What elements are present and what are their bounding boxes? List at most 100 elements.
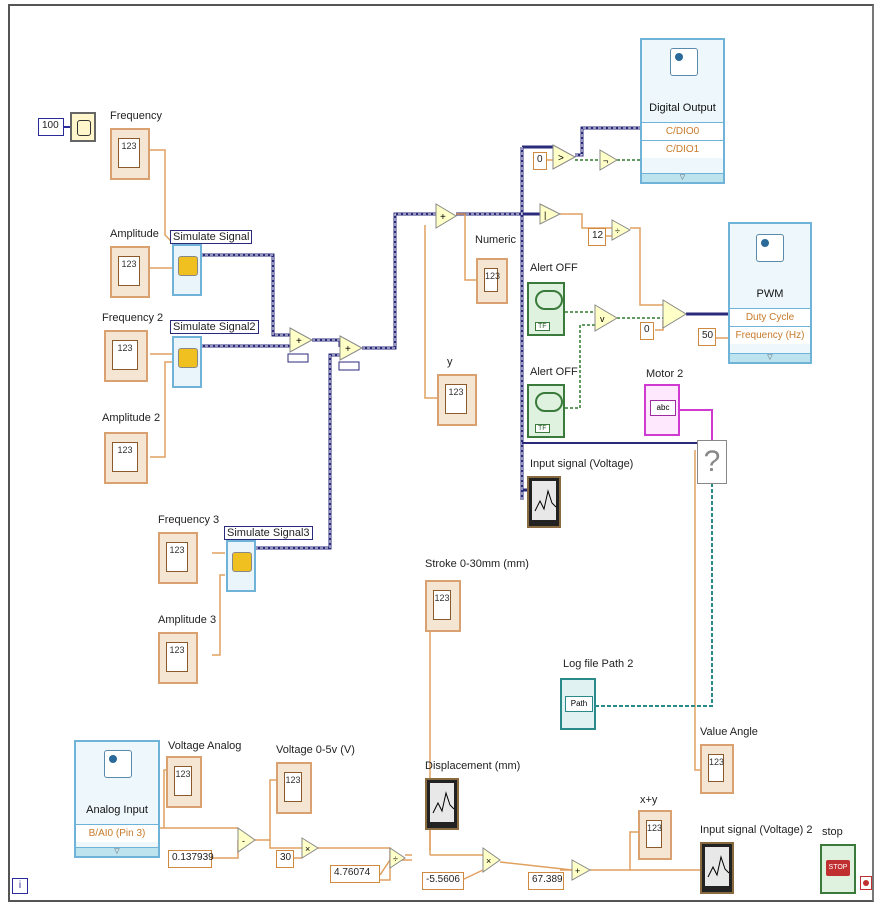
do-row-0[interactable]: C/DIO0 [642, 122, 723, 140]
analog-input-title: Analog Input [86, 804, 148, 816]
xy-indicator: 123 [638, 810, 672, 860]
frequency3-control[interactable]: 123 [158, 532, 198, 584]
alert-off-2-control[interactable]: TF [527, 384, 565, 438]
not-node: ¬ [599, 149, 618, 171]
simulate-signal3-label: Simulate Signal3 [224, 526, 313, 540]
svg-text:÷: ÷ [393, 854, 398, 864]
svg-text:v: v [600, 314, 605, 324]
amplitude-label: Amplitude [110, 228, 159, 240]
stop-button[interactable]: STOP [820, 844, 856, 894]
frequency-label: Frequency [110, 110, 162, 122]
frequency3-label: Frequency 3 [158, 514, 220, 526]
svg-text:¬: ¬ [603, 156, 608, 166]
input-signal-graph [527, 476, 561, 528]
svg-text:+: + [345, 344, 351, 355]
wait-constant[interactable]: 100 [38, 118, 64, 136]
simulate-signal2-label: Simulate Signal2 [170, 320, 259, 334]
diagram-frame [8, 4, 874, 902]
const-30[interactable]: 30 [276, 850, 294, 868]
stop-label: stop [822, 826, 843, 838]
input-signal2-graph [700, 842, 734, 894]
digital-output-block[interactable]: Digital Output C/DIO0 C/DIO1 ▽ [640, 38, 725, 184]
divide-node-top: ÷ [611, 219, 632, 241]
wait-ms-icon [70, 112, 96, 142]
analog-input-block[interactable]: Analog Input B/AI0 (Pin 3) ▽ [74, 740, 160, 858]
amplitude2-label: Amplitude 2 [102, 412, 161, 424]
pwm-duty-cycle[interactable]: Duty Cycle [730, 308, 810, 326]
y-indicator: 123 [437, 374, 477, 426]
pwm-expand[interactable]: ▽ [730, 353, 810, 362]
amplitude2-control[interactable]: 123 [104, 432, 148, 484]
frequency2-control[interactable]: 123 [104, 330, 148, 382]
alert-off-1-control[interactable]: TF [527, 282, 565, 336]
log-file-path2-label: Log file Path 2 [563, 658, 634, 670]
simulate-signal-block[interactable] [172, 244, 202, 296]
svg-text:-: - [242, 836, 245, 846]
const-zero-select[interactable]: 0 [640, 322, 654, 340]
multiply-node-1: × [301, 837, 319, 859]
frequency-control[interactable]: 123 [110, 128, 150, 180]
svg-text:×: × [305, 844, 310, 854]
pwm-icon [756, 234, 784, 262]
divide-node-bottom: ÷ [389, 847, 406, 869]
motor2-label: Motor 2 [646, 368, 684, 380]
iteration-icon: i [12, 878, 28, 894]
displacement-graph [425, 778, 459, 830]
string-wire [678, 409, 713, 440]
digital-output-title: Digital Output [649, 102, 716, 114]
motor2-indicator: abc [644, 384, 680, 436]
const-12[interactable]: 12 [588, 228, 606, 246]
subtract-node: - [237, 827, 256, 853]
stroke-indicator: 123 [425, 580, 461, 632]
const-67389[interactable]: 67.389 [528, 872, 564, 890]
add-node-main: + [435, 203, 457, 229]
const-50[interactable]: 50 [698, 328, 716, 346]
add-node-2: + [339, 335, 364, 361]
y-label: y [447, 356, 453, 368]
frequency2-label: Frequency 2 [102, 312, 164, 324]
add-node-1: + [289, 327, 314, 353]
analog-input-expand[interactable]: ▽ [76, 847, 158, 856]
add-node-bottom: + [571, 859, 592, 881]
const-neg-55606[interactable]: -5.5606 [422, 872, 464, 890]
displacement-label: Displacement (mm) [425, 760, 521, 772]
simulate-signal-label: Simulate Signal [170, 230, 253, 244]
wire-add1-add2 [312, 338, 342, 347]
svg-text:÷: ÷ [615, 226, 620, 236]
pwm-block[interactable]: PWM Duty Cycle Frequency (Hz) ▽ [728, 222, 812, 364]
amplitude3-label: Amplitude 3 [158, 614, 217, 626]
abs-node: | [539, 203, 562, 225]
numeric-label: Numeric [475, 234, 516, 246]
svg-text:+: + [440, 212, 446, 223]
dyn-data-icon-2 [338, 361, 360, 371]
do-expand[interactable]: ▽ [642, 173, 723, 182]
svg-text:>: > [558, 153, 564, 164]
value-angle-label: Value Angle [700, 726, 758, 738]
path-wire [595, 480, 713, 707]
wire-to-digital-do0 [575, 126, 640, 157]
alert-off-1-label: Alert OFF [530, 262, 578, 274]
compare-node: > [552, 144, 577, 170]
xy-label: x+y [640, 794, 658, 806]
svg-text:|: | [544, 210, 546, 220]
unknown-node[interactable]: ? [697, 440, 727, 484]
svg-text:×: × [486, 856, 491, 866]
const-0137939[interactable]: 0.137939 [168, 850, 214, 868]
analog-input-row[interactable]: B/AI0 (Pin 3) [76, 824, 158, 842]
const-zero-compare[interactable]: 0 [533, 152, 547, 170]
multiply-node-2: × [482, 847, 501, 873]
pwm-frequency[interactable]: Frequency (Hz) [730, 326, 810, 344]
alert-off-2-label: Alert OFF [530, 366, 578, 378]
svg-text:+: + [575, 866, 580, 876]
boolean-wires [565, 159, 663, 409]
amplitude3-control[interactable]: 123 [158, 632, 198, 684]
log-file-path2-control[interactable]: Path [560, 678, 596, 730]
do-row-1[interactable]: C/DIO1 [642, 140, 723, 158]
simulate-signal2-block[interactable] [172, 336, 202, 388]
simulate-signal3-block[interactable] [226, 540, 256, 592]
input-signal-label: Input signal (Voltage) [530, 458, 634, 470]
amplitude-control[interactable]: 123 [110, 246, 150, 298]
const-476074[interactable]: 4.76074 [330, 865, 380, 883]
select-node [662, 299, 687, 329]
or-node: v [594, 304, 618, 332]
